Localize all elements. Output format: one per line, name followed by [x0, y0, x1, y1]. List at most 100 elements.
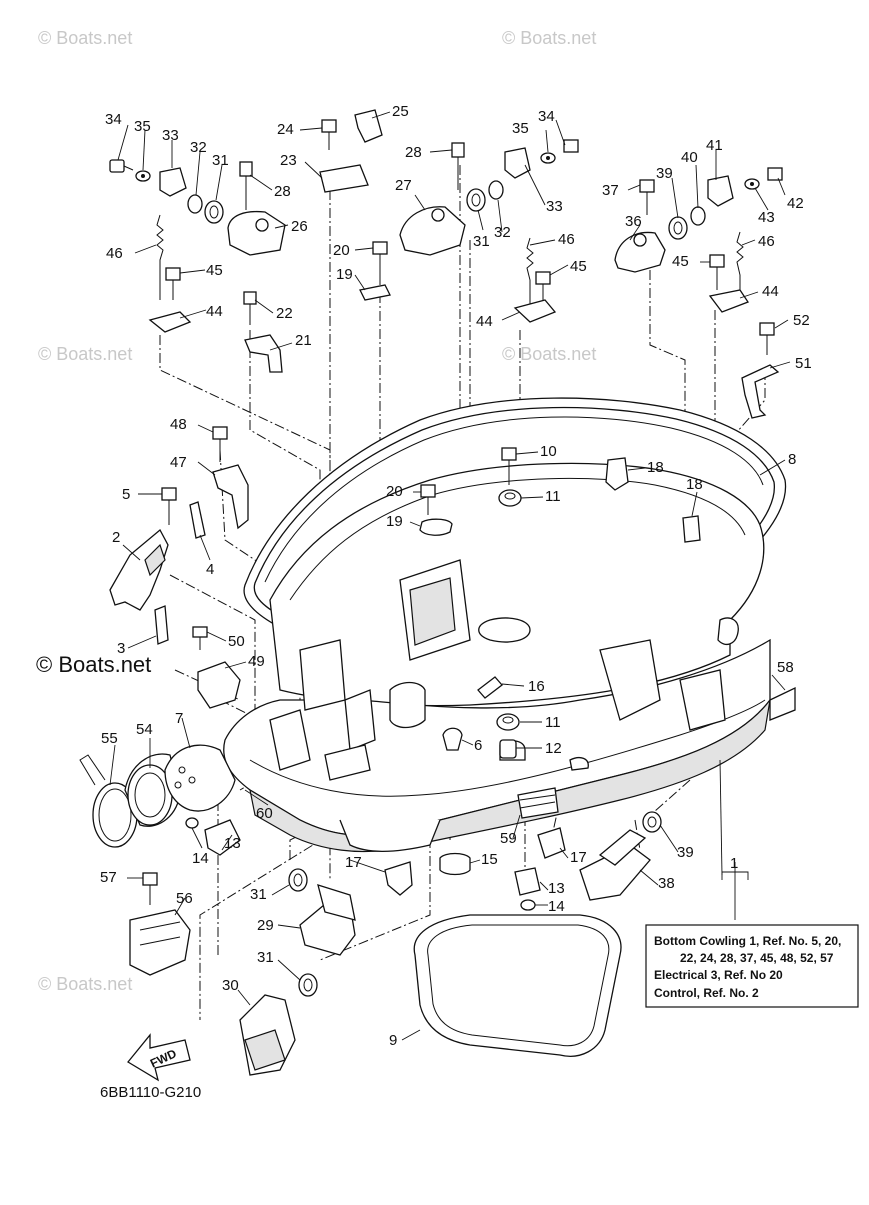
callout-8: 8 [788, 451, 796, 468]
clip-44-right [708, 289, 749, 313]
callout-34: 34 [105, 111, 122, 128]
grommet-32-center [488, 180, 504, 200]
spacer-19-center [419, 518, 453, 536]
watermark: © Boats.net [502, 28, 596, 48]
callout-14: 14 [192, 850, 209, 867]
callout-31b: 31 [473, 233, 490, 250]
bolt-50 [192, 626, 208, 650]
bolt-16 [477, 676, 503, 699]
clamp-55 [79, 754, 138, 848]
bolt-20-top [372, 241, 388, 275]
grommet-13-right [514, 867, 541, 896]
callout-18: 18 [647, 459, 664, 476]
callout-30: 30 [222, 977, 239, 994]
callout-29: 29 [257, 917, 274, 934]
callout-32b: 32 [494, 224, 511, 241]
callout-49: 49 [248, 653, 265, 670]
callout-35: 35 [134, 118, 151, 135]
bolt-45-right [709, 254, 725, 290]
callout-40: 40 [681, 149, 698, 166]
grommet-7 [164, 744, 236, 812]
fwd-arrow: FWD [127, 1033, 191, 1082]
callout-23: 23 [280, 152, 297, 169]
callout-44c: 44 [762, 283, 779, 300]
callout-45c: 45 [672, 253, 689, 270]
bolt-48 [212, 426, 228, 462]
grommet-11-top [498, 489, 522, 507]
clip-44-left [148, 311, 192, 333]
watermark: © Boats.net [38, 28, 132, 48]
callout-52: 52 [793, 312, 810, 329]
callout-51: 51 [795, 355, 812, 372]
holder-27 [399, 206, 466, 256]
watermark: © Boats.net [38, 344, 132, 364]
bolt-28-center [451, 142, 465, 190]
callout-33b: 33 [546, 198, 563, 215]
callout-21: 21 [295, 332, 312, 349]
callout-46: 46 [106, 245, 123, 262]
callout-39b: 39 [677, 844, 694, 861]
holder-26 [227, 210, 286, 256]
callout-12: 12 [545, 740, 562, 757]
washer-43 [744, 178, 760, 190]
bolt-5 [161, 487, 177, 525]
leader-lines [109, 111, 791, 1041]
bolt-34-left [109, 159, 134, 173]
bolt-24 [321, 119, 337, 150]
callout-25: 25 [392, 103, 409, 120]
bracket-33-right [504, 147, 531, 179]
callout-19: 19 [336, 266, 353, 283]
grommet-39-top [668, 216, 688, 240]
bracket-29 [299, 884, 356, 956]
watermark: © Boats.net [38, 974, 132, 994]
parts: FWD [79, 109, 796, 1082]
clip-44-center [513, 299, 557, 323]
bolt-42 [767, 167, 783, 181]
bolt-57 [142, 872, 158, 905]
callout-43: 43 [758, 209, 775, 226]
bolt-45-left [165, 267, 181, 300]
bolt-28-left [239, 161, 253, 210]
note-line-4: Control, Ref. No. 2 [654, 986, 759, 1000]
bolt-34-right [563, 139, 579, 153]
callout-39: 39 [656, 165, 673, 182]
callout-31: 31 [212, 152, 229, 169]
plug-6 [442, 727, 463, 751]
callout-50: 50 [228, 633, 245, 650]
callout-16: 16 [528, 678, 545, 695]
callout-44: 44 [206, 303, 223, 320]
callout-13b: 13 [548, 880, 565, 897]
bracket-33-left [159, 167, 187, 197]
callout-55: 55 [101, 730, 118, 747]
callout-4: 4 [206, 561, 214, 578]
damper-17-center [384, 861, 413, 896]
watermark: © Boats.net [502, 344, 596, 364]
callout-33: 33 [162, 127, 179, 144]
callout-37: 37 [602, 182, 619, 199]
callout-6: 6 [474, 737, 482, 754]
spring-46-right [736, 231, 744, 290]
note-box: Bottom Cowling 1, Ref. No. 5, 20, 22, 24… [645, 924, 859, 1008]
holder-36 [614, 231, 666, 273]
callout-18b: 18 [686, 476, 703, 493]
washer-35-left [135, 170, 151, 182]
grommet-32-left [187, 194, 203, 214]
callout-27: 27 [395, 177, 412, 194]
callout-labels: 34 35 33 32 31 28 26 46 45 44 22 21 24 2… [100, 103, 812, 1049]
callout-28: 28 [274, 183, 291, 200]
callout-17b: 17 [570, 849, 587, 866]
callout-28b: 28 [405, 144, 422, 161]
diagram-code: 6BB1110-G210 [100, 1084, 201, 1101]
callout-7: 7 [175, 710, 183, 727]
spacer-19-top [359, 284, 391, 301]
holder-56 [129, 909, 191, 976]
spring-46-left [156, 214, 164, 300]
label-58 [769, 686, 796, 721]
callout-48: 48 [170, 416, 187, 433]
callout-42: 42 [787, 195, 804, 212]
callout-10: 10 [540, 443, 557, 460]
bolt-10 [501, 447, 517, 485]
callout-2: 2 [112, 529, 120, 546]
bolt-20-center [420, 484, 436, 515]
